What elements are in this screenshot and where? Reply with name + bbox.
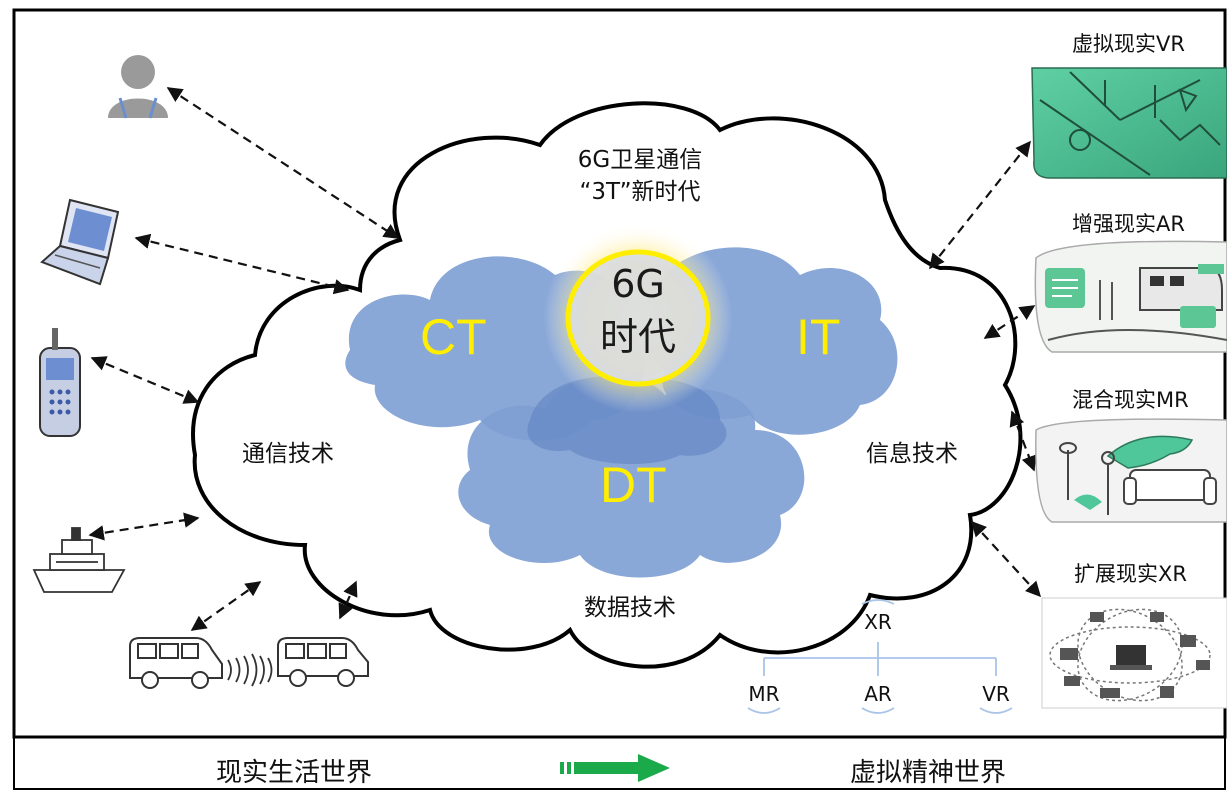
- footer-left-label: 现实生活世界: [216, 758, 373, 788]
- arrow-person: [166, 87, 400, 239]
- van-icon: [277, 637, 369, 687]
- arrow-laptop: [134, 233, 350, 295]
- 6g-circle: [565, 249, 711, 387]
- arrow-xr: [970, 520, 1042, 598]
- mr-label: 混合现实MR: [1072, 388, 1189, 412]
- van-icon: [129, 637, 223, 689]
- info-tech-label: 信息技术: [866, 441, 958, 467]
- arrow-phone: [90, 356, 200, 404]
- mr-image: [1035, 418, 1227, 523]
- arrow-van2: [338, 580, 358, 620]
- center-line2: 时代: [599, 315, 677, 359]
- comm-tech-label: 通信技术: [242, 441, 334, 467]
- tree-child-vr: VR: [982, 682, 1010, 706]
- left-arrows: [88, 87, 400, 631]
- vr-label: 虚拟现实VR: [1072, 32, 1185, 56]
- cloud-title-line1: 6G卫星通信: [577, 147, 703, 173]
- tree-child-ar: AR: [864, 682, 892, 706]
- green-arrow-icon: [560, 754, 670, 782]
- tree-child-mr: MR: [748, 682, 780, 706]
- mobile-phone-icon: [39, 328, 81, 437]
- vr-image: [1031, 67, 1227, 179]
- arrow-mr: [1009, 410, 1037, 472]
- it-label: IT: [796, 309, 841, 365]
- cloud-title-line2: “3T”新时代: [579, 179, 701, 205]
- arrow-ar: [983, 305, 1036, 339]
- ar-image: [1034, 240, 1227, 353]
- tree-root: XR: [864, 610, 892, 634]
- right-arrows: [929, 140, 1042, 598]
- signal-waves: [227, 653, 273, 687]
- xr-image: [1041, 597, 1227, 709]
- ct-label: CT: [420, 309, 487, 365]
- data-tech-label: 数据技术: [584, 595, 676, 621]
- footer-frame: [13, 736, 1226, 790]
- xr-label: 扩展现实XR: [1074, 562, 1187, 586]
- footer-right-label: 虚拟精神世界: [850, 758, 1007, 788]
- person-icon: [108, 55, 168, 119]
- arrow-van1: [190, 581, 262, 631]
- arrow-ship: [88, 512, 200, 541]
- arrow-vr: [929, 140, 1031, 270]
- center-line1: 6G: [611, 262, 665, 306]
- ship-icon: [32, 527, 126, 593]
- xr-tree-lines: [747, 599, 1013, 714]
- dt-label: DT: [600, 457, 667, 513]
- ar-label: 增强现实AR: [1072, 212, 1185, 236]
- laptop-icon: [40, 198, 120, 286]
